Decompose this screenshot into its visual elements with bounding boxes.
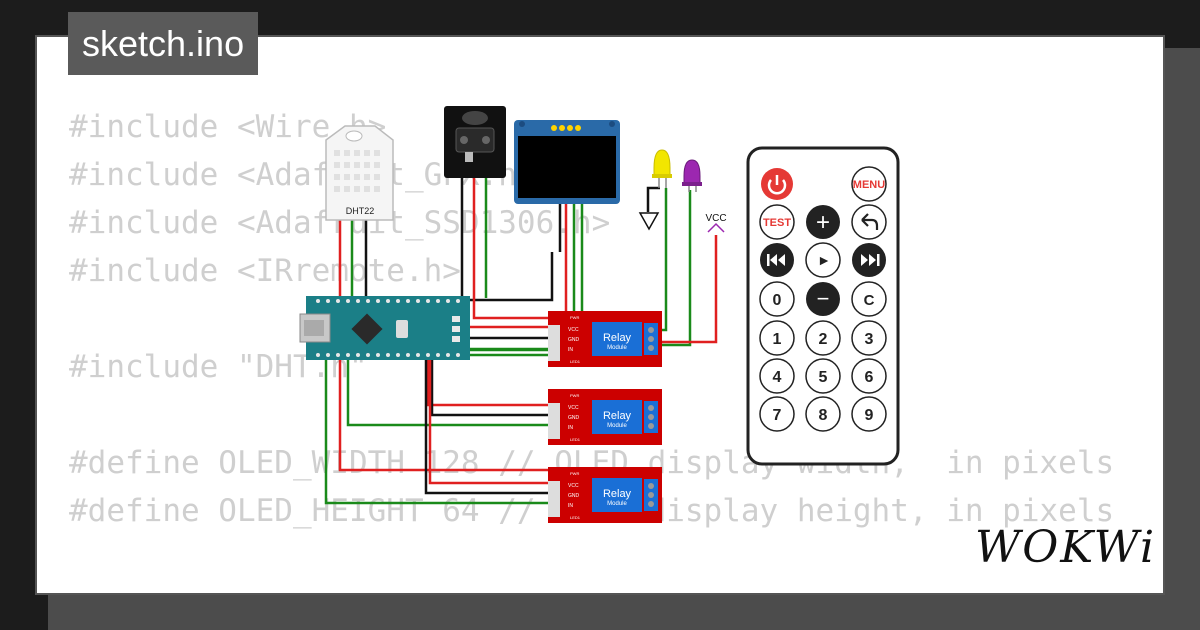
wire-relay2-in: [346, 360, 548, 427]
relay-pin-in: IN: [568, 425, 573, 431]
relay-led-label: LED1: [570, 359, 581, 364]
relay-pin-vcc: VCC: [568, 483, 579, 489]
relay-pin-in: IN: [568, 503, 573, 509]
num-7-button[interactable]: 7: [759, 396, 795, 432]
relay-title: Relay: [603, 488, 632, 500]
num-4-label: 4: [773, 369, 782, 386]
wire-vcc-relay: [648, 235, 718, 344]
led-purple[interactable]: [682, 159, 702, 192]
c-button[interactable]: C: [851, 281, 887, 317]
ground-symbol: [638, 212, 660, 231]
num-5-button[interactable]: 5: [805, 358, 841, 394]
code-line: #define OLED_WIDTH 128 // OLED display w…: [69, 445, 1115, 481]
ir-receiver[interactable]: [444, 106, 506, 178]
plus-button[interactable]: +: [806, 205, 840, 239]
relay-subtitle: Module: [607, 501, 627, 507]
power-button[interactable]: [761, 168, 793, 200]
relay-led-label: LED1: [570, 437, 581, 442]
num-7-label: 7: [773, 407, 782, 424]
num-1-button[interactable]: 1: [759, 320, 795, 356]
code-line: Adafruit_SSD1306 oled(OLED_WIDTH, OLED_H…: [69, 583, 1152, 593]
wokwi-logo: WOKWi: [975, 522, 1157, 573]
relay-pwr-label: PWR: [570, 471, 579, 476]
relay-module-2[interactable]: Relay Module VCC GND IN PWR LED1: [548, 389, 662, 445]
relay-title: Relay: [603, 332, 632, 344]
relay-pin-vcc: VCC: [568, 327, 579, 333]
relay-pin-gnd: GND: [568, 415, 580, 421]
wire-relay2-vcc: [426, 360, 548, 407]
minus-button[interactable]: −: [806, 282, 840, 316]
forward-icon: [861, 254, 880, 266]
num-2-button[interactable]: 2: [805, 320, 841, 356]
wire-relay3-gnd: [424, 360, 548, 495]
led-yellow[interactable]: [652, 149, 672, 188]
num-6-button[interactable]: 6: [851, 358, 887, 394]
wire-relay2-gnd: [430, 360, 548, 417]
forward-button[interactable]: [852, 243, 886, 277]
play-label: ►: [817, 252, 831, 268]
num-5-label: 5: [819, 369, 828, 386]
relay-subtitle: Module: [607, 345, 627, 351]
minus-label: −: [817, 286, 830, 311]
arduino-nano[interactable]: [299, 296, 470, 360]
ir-remote[interactable]: MENU TEST + ►: [746, 146, 900, 466]
num-0-label: 0: [773, 292, 782, 309]
back-icon: [861, 213, 879, 230]
relay-pin-gnd: GND: [568, 493, 580, 499]
relay-module-1[interactable]: Relay Module VCC GND IN PWR LED1: [548, 311, 662, 367]
num-1-label: 1: [773, 331, 782, 348]
num-8-button[interactable]: 8: [805, 396, 841, 432]
num-3-button[interactable]: 3: [851, 320, 887, 356]
plus-label: +: [816, 209, 830, 236]
rewind-button[interactable]: [760, 243, 794, 277]
num-0-button[interactable]: 0: [759, 281, 795, 317]
num-3-label: 3: [865, 331, 874, 348]
wire-led-yellow: [648, 188, 668, 332]
relay-pin-in: IN: [568, 347, 573, 353]
relay-module-3[interactable]: Relay Module VCC GND IN PWR LED1: [548, 467, 662, 523]
wire-dht-data: [350, 215, 470, 300]
wire-dht-gnd: [364, 215, 470, 302]
num-9-label: 9: [865, 407, 874, 424]
play-button[interactable]: ►: [805, 242, 841, 278]
code-line: #include <IRremote.h>: [69, 253, 461, 289]
wire-led-gnd: [646, 186, 660, 212]
relay-pin-gnd: GND: [568, 337, 580, 343]
num-8-label: 8: [819, 407, 828, 424]
vcc-label: VCC: [705, 213, 726, 224]
wire-relay3-vcc: [428, 360, 548, 485]
oled-display[interactable]: [514, 120, 620, 204]
relay-pwr-label: PWR: [570, 315, 579, 320]
menu-label: MENU: [853, 179, 885, 191]
file-tab[interactable]: sketch.ino: [68, 12, 259, 75]
num-4-button[interactable]: 4: [759, 358, 795, 394]
test-label: TEST: [763, 217, 791, 229]
dht22-sensor[interactable]: DHT22: [325, 125, 394, 221]
rewind-icon: [767, 254, 785, 266]
wire-relay3-in: [324, 360, 548, 505]
num-2-label: 2: [819, 331, 828, 348]
relay-title: Relay: [603, 410, 632, 422]
relay-pwr-label: PWR: [570, 393, 579, 398]
wire-ir-vcc: [472, 178, 568, 320]
relay-subtitle: Module: [607, 423, 627, 429]
c-label: C: [864, 292, 875, 309]
code-line: #include <Adafruit_SSD1306.h>: [69, 205, 611, 241]
relay-led-label: LED1: [570, 515, 581, 520]
num-6-label: 6: [865, 369, 874, 386]
vcc-symbol: VCC: [705, 213, 727, 233]
relay-pin-vcc: VCC: [568, 405, 579, 411]
back-button[interactable]: [851, 204, 887, 240]
test-button[interactable]: TEST: [759, 204, 795, 240]
wire-ir-gnd: [460, 178, 554, 302]
dht22-label: DHT22: [346, 206, 375, 216]
menu-button[interactable]: MENU: [851, 166, 887, 202]
num-9-button[interactable]: 9: [851, 396, 887, 432]
